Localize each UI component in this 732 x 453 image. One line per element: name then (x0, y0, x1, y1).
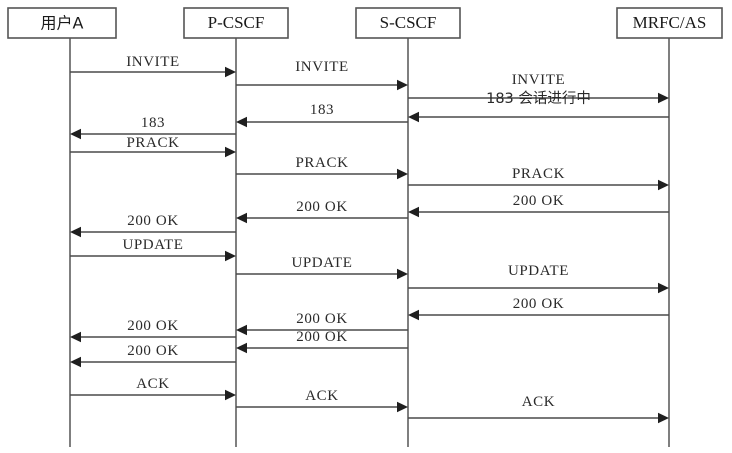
arrowhead-icon (397, 268, 408, 280)
actor-label: P-CSCF (208, 13, 265, 32)
message-label: 200 OK (127, 318, 179, 334)
message-label: PRACK (512, 166, 565, 182)
message-arrow: PRACK (70, 135, 236, 158)
message-arrow: INVITE (236, 59, 408, 91)
arrowhead-icon (397, 401, 408, 413)
message-arrow: 200 OK (408, 296, 669, 321)
arrowhead-icon (70, 356, 81, 368)
message-label: 183 会话进行中 (486, 90, 591, 107)
message-arrow: ACK (236, 388, 408, 413)
actor-box-ua[interactable]: 用户A (7, 7, 117, 39)
actor-box-pcscf[interactable]: P-CSCF (183, 7, 289, 39)
message-arrow: 200 OK (408, 193, 669, 218)
actor-box-scscf[interactable]: S-CSCF (355, 7, 461, 39)
message-label: 200 OK (296, 199, 348, 215)
message-arrow: INVITE (408, 72, 669, 104)
actor-label: S-CSCF (380, 13, 437, 32)
message-label: INVITE (295, 59, 349, 75)
message-arrow: ACK (70, 376, 236, 401)
message-arrow: UPDATE (236, 255, 408, 280)
arrowhead-icon (658, 412, 669, 424)
arrowhead-icon (658, 282, 669, 294)
message-arrow: 200 OK (70, 318, 236, 343)
arrowhead-icon (70, 331, 81, 343)
message-arrow: 200 OK (70, 343, 236, 368)
message-arrow: 200 OK (236, 311, 408, 336)
arrowhead-icon (225, 146, 236, 158)
arrowhead-icon (658, 92, 669, 104)
arrowhead-icon (236, 116, 247, 128)
actor-label: MRFC/AS (633, 13, 707, 32)
message-arrow: 183 会话进行中 (408, 90, 669, 123)
message-label: UPDATE (122, 237, 183, 253)
message-arrow: 183 (70, 115, 236, 140)
message-arrow: PRACK (408, 166, 669, 191)
arrowhead-icon (397, 168, 408, 180)
actor-box-frame (7, 7, 117, 39)
message-arrow: 183 (236, 102, 408, 128)
arrowhead-icon (236, 342, 247, 354)
message-arrow: UPDATE (70, 237, 236, 262)
message-arrow: 200 OK (70, 213, 236, 238)
message-label: 200 OK (127, 343, 179, 359)
actor-box-frame (355, 7, 461, 39)
message-label: 200 OK (296, 329, 348, 345)
arrowhead-icon (408, 206, 419, 218)
message-arrow: 200 OK (236, 199, 408, 224)
arrowhead-icon (225, 66, 236, 78)
arrowhead-icon (408, 111, 419, 123)
arrowhead-icon (408, 309, 419, 321)
message-label: 200 OK (513, 193, 565, 209)
message-label: ACK (522, 394, 555, 410)
message-label: UPDATE (291, 255, 352, 271)
message-arrow: 200 OK (236, 329, 408, 354)
arrowhead-icon (225, 389, 236, 401)
arrowhead-icon (658, 179, 669, 191)
arrowhead-icon (236, 324, 247, 336)
message-arrow: PRACK (236, 155, 408, 180)
arrowhead-icon (236, 212, 247, 224)
message-arrow: UPDATE (408, 263, 669, 294)
actor-box-frame (616, 7, 723, 39)
arrowhead-icon (397, 79, 408, 91)
lifelines-layer (69, 38, 670, 447)
message-label: INVITE (126, 54, 180, 70)
arrowhead-icon (70, 226, 81, 238)
actor-label: 用户A (41, 14, 84, 33)
arrowhead-icon (225, 250, 236, 262)
message-arrow: ACK (408, 394, 669, 424)
message-label: 183 (141, 115, 165, 131)
message-label: 200 OK (296, 311, 348, 327)
message-label: ACK (136, 376, 169, 392)
message-label: UPDATE (508, 263, 569, 279)
message-label: PRACK (126, 135, 179, 151)
message-label: ACK (305, 388, 338, 404)
message-label: 200 OK (513, 296, 565, 312)
arrowhead-icon (70, 128, 81, 140)
message-label: 183 (310, 102, 334, 118)
actors-layer: 用户A P-CSCF S-CSCF MRFC/AS (7, 7, 723, 39)
message-label: INVITE (512, 72, 566, 88)
message-label: PRACK (295, 155, 348, 171)
actor-box-mrfc[interactable]: MRFC/AS (616, 7, 723, 39)
message-label: 200 OK (127, 213, 179, 229)
actor-box-frame (183, 7, 289, 39)
message-arrow: INVITE (70, 54, 236, 78)
